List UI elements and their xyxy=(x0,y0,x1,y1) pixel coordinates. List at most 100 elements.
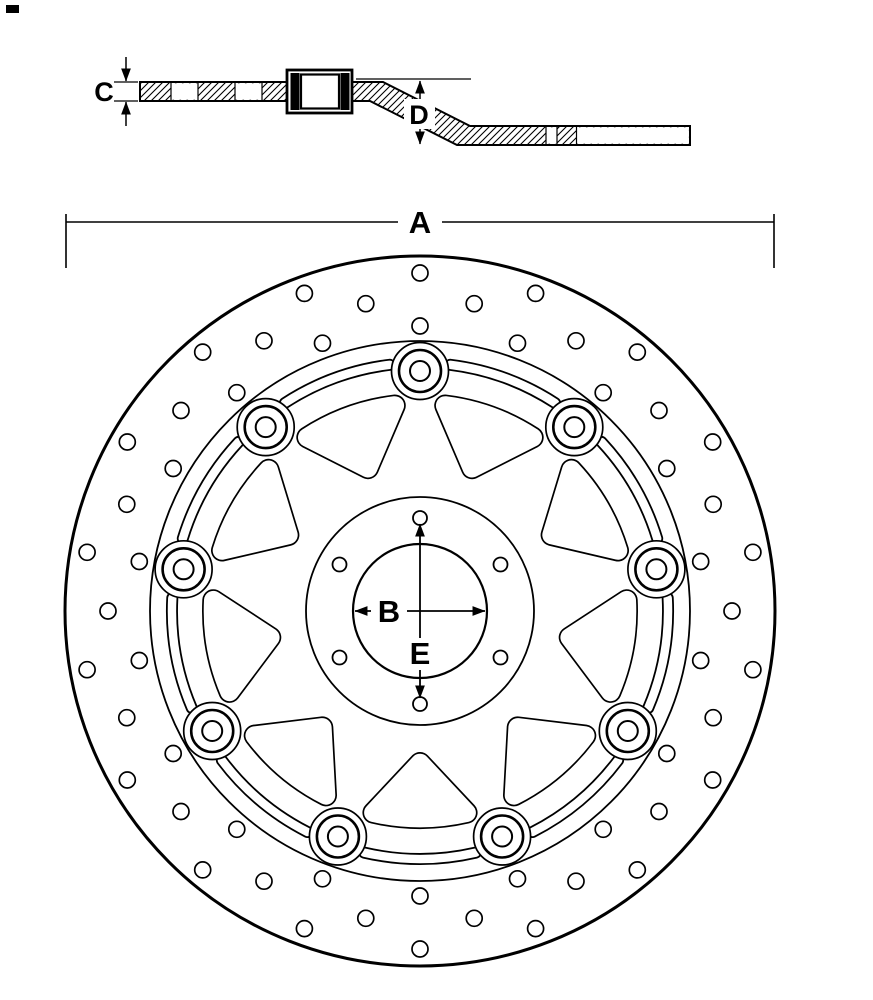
drilled-hole xyxy=(130,552,149,571)
drilled-hole xyxy=(650,802,668,821)
button-center-hole xyxy=(172,558,195,581)
bolt-holes xyxy=(331,510,509,712)
drilled-hole xyxy=(193,343,212,361)
label-disc-thickness: C xyxy=(94,77,114,107)
drilled-hole xyxy=(117,495,136,514)
drilled-hole xyxy=(691,651,710,670)
drilled-hole xyxy=(164,459,183,478)
drilled-hole xyxy=(567,331,585,350)
band-slot xyxy=(167,593,196,713)
drilled-hole xyxy=(130,651,149,670)
rivet-shank xyxy=(299,73,341,110)
drilled-hole xyxy=(628,343,647,361)
drilled-hole xyxy=(628,861,647,879)
dimension-e: E xyxy=(405,523,435,699)
drilled-hole xyxy=(650,401,668,420)
rotor-band-section xyxy=(139,81,290,102)
carrier-cutout xyxy=(212,460,298,560)
floating-buttons xyxy=(154,341,686,866)
drilled-hole xyxy=(172,401,190,420)
button-center-hole xyxy=(645,558,668,581)
bolt-hole xyxy=(331,556,348,573)
corner-artifact xyxy=(6,5,19,13)
carrier-cutout xyxy=(245,718,336,805)
dimension-d: D xyxy=(356,78,471,145)
drilled-hole xyxy=(411,940,429,958)
drilled-hole xyxy=(723,602,741,620)
drilled-hole xyxy=(313,334,332,353)
rivet-side-left xyxy=(290,73,300,110)
bolt-hole xyxy=(331,649,348,666)
band-slots xyxy=(165,358,675,865)
drilled-hole xyxy=(78,543,96,562)
carrier-cutout xyxy=(298,396,405,478)
drilled-hole xyxy=(255,872,273,891)
drilled-hole xyxy=(744,660,762,679)
drilled-hole-gap xyxy=(235,83,262,100)
band-slot xyxy=(360,848,480,864)
rivet-section xyxy=(285,68,354,115)
rivet-side-right xyxy=(340,73,350,110)
dimension-c: C xyxy=(94,57,138,126)
drilled-hole xyxy=(465,294,484,313)
drilled-hole xyxy=(295,919,314,938)
label-offset: D xyxy=(409,100,429,130)
button-center-hole xyxy=(409,360,431,382)
drilled-hole xyxy=(295,284,314,303)
label-bolt-circle: E xyxy=(410,636,431,671)
label-backing xyxy=(405,638,435,670)
button-center-hole xyxy=(563,416,586,439)
drilled-hole xyxy=(164,744,183,763)
carrier-cutout xyxy=(542,460,628,560)
drilled-hole xyxy=(411,887,429,905)
drilled-hole-gap xyxy=(171,83,198,100)
carrier-cutout xyxy=(364,753,476,828)
drilled-hole xyxy=(117,708,136,727)
drilled-hole xyxy=(99,602,117,620)
drilled-hole xyxy=(411,317,429,335)
drilled-hole xyxy=(356,294,375,313)
drilled-hole xyxy=(172,802,190,821)
drilled-hole xyxy=(744,543,762,562)
carrier-cutout xyxy=(203,590,280,702)
drilled-hole xyxy=(227,383,246,402)
drilled-hole xyxy=(704,708,723,727)
band-slot xyxy=(528,756,623,837)
drilled-hole xyxy=(657,459,676,478)
dimension-a: A xyxy=(65,205,775,268)
carrier-cutout xyxy=(504,718,595,805)
bolt-hole xyxy=(492,649,509,666)
drilled-hole xyxy=(465,909,484,928)
bolt-hole xyxy=(412,510,428,526)
carrier-gap-edges xyxy=(545,126,578,145)
carrier-cutout xyxy=(560,590,637,702)
label-center-bore: B xyxy=(378,594,400,629)
button-center-hole xyxy=(201,720,224,742)
band-slot xyxy=(178,437,243,543)
drilled-hole xyxy=(118,433,137,451)
bolt-hole xyxy=(412,696,428,712)
carrier-plain-zone xyxy=(576,127,689,144)
drilled-hole xyxy=(526,919,545,938)
drilled-holes xyxy=(78,264,762,958)
drilled-hole xyxy=(255,331,273,350)
drilled-hole xyxy=(227,820,246,839)
band-slot xyxy=(446,360,560,408)
drilled-hole xyxy=(657,744,676,763)
disc-outer-edge xyxy=(63,254,777,968)
drilled-hole xyxy=(526,284,545,303)
hub-edge xyxy=(305,496,535,726)
drilled-hole xyxy=(193,861,212,879)
drilled-hole xyxy=(78,660,96,679)
carrier-hole-gap xyxy=(546,127,557,144)
drilled-hole xyxy=(594,820,613,839)
drilled-hole xyxy=(508,334,527,353)
button-center-hole xyxy=(491,825,514,848)
button-center-hole xyxy=(254,416,277,439)
button-center-hole xyxy=(326,825,349,848)
drilled-hole xyxy=(703,433,722,451)
drilled-hole xyxy=(508,869,527,888)
front-view: A B E xyxy=(63,205,777,968)
